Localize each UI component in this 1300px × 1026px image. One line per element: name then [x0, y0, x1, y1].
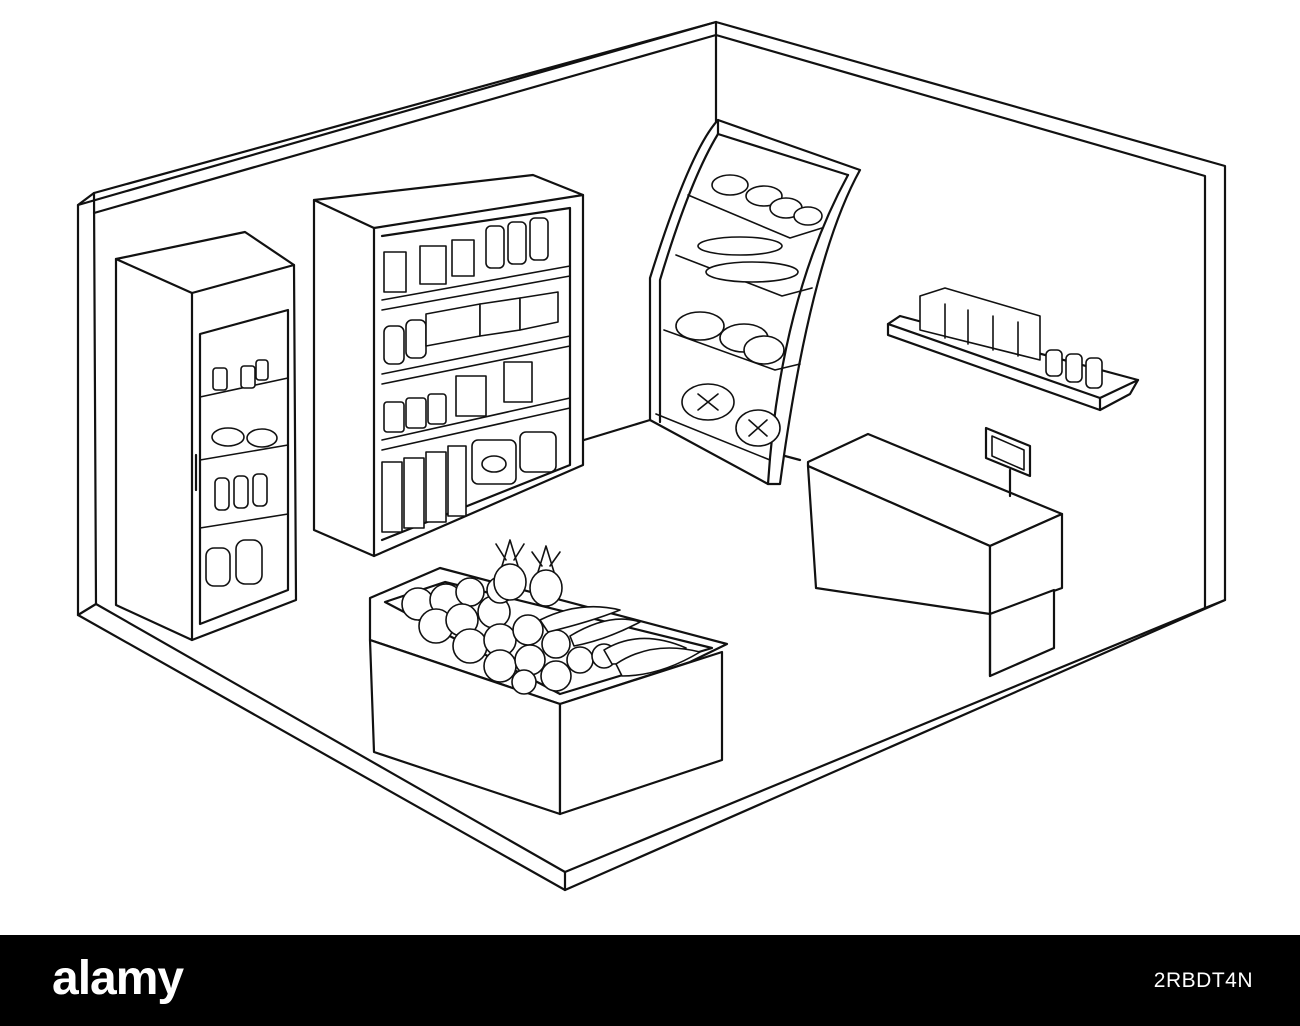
alamy-logo: alamy — [52, 952, 184, 1005]
fruit-stand — [368, 539, 729, 816]
baguettes — [697, 236, 799, 283]
refrigerator — [114, 230, 298, 642]
jugs — [205, 539, 263, 587]
bread-display — [648, 118, 862, 486]
cheese-wheels — [211, 427, 278, 448]
watermark-footer: alamy 2RBDT4N — [0, 935, 1300, 1026]
round-loaves — [681, 383, 781, 447]
bread-loaves — [675, 311, 785, 365]
grocery-store-illustration — [76, 20, 1227, 892]
cans — [383, 393, 447, 433]
card-terminal — [984, 426, 1032, 498]
boxes-second — [425, 291, 559, 347]
shelf-bottles — [1045, 349, 1103, 389]
grocery-shelf — [312, 173, 585, 558]
paper-bags — [455, 361, 533, 417]
bottles-top — [485, 217, 549, 269]
milk-bottles — [214, 473, 268, 511]
image-id-label: 2RBDT4N — [1153, 969, 1253, 992]
snack-bags — [383, 239, 475, 293]
bananas — [539, 605, 701, 677]
bread-buns — [711, 174, 823, 226]
wall-shelf — [886, 287, 1140, 412]
cereal-boxes — [381, 445, 467, 533]
bottles-second — [383, 319, 427, 365]
cups — [212, 359, 269, 391]
flour-sacks — [471, 431, 557, 485]
boxed-items — [919, 287, 1041, 361]
checkout-counter — [806, 426, 1064, 678]
pineapples — [493, 539, 563, 607]
